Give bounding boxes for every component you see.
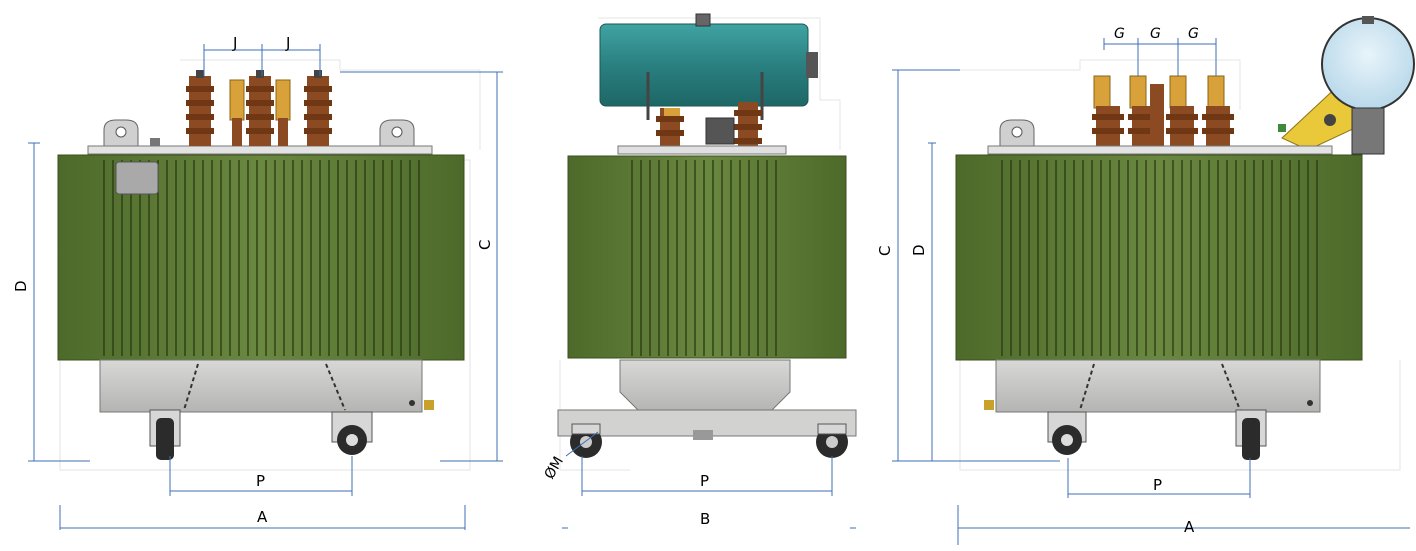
right-tank-cover [987,145,1333,155]
right-dim-label-c: C [876,246,894,256]
dim-label-b: B [700,510,710,528]
right-radiator-fins [1001,160,1318,356]
conservator-tank [599,13,818,120]
right-lifting-lug [999,119,1035,149]
side-dimension-lines [562,431,856,529]
right-wheel-left [1047,411,1087,455]
conservator-end-view [1278,16,1415,155]
right-dim-label-a: A [1184,518,1195,536]
wheel-right [331,411,373,455]
side-wheel-left [570,423,602,458]
dim-label-d: D [12,280,30,292]
nameplate [115,161,159,195]
side-dim-label-p: P [700,472,709,490]
side-view: ØM P B [542,13,857,529]
right-wheel-right [1235,409,1267,460]
dim-label-g1: G [1114,26,1125,42]
dim-label-g2: G [1150,26,1161,42]
right-transformer-tank [955,154,1363,361]
hv-bushings [186,70,332,146]
dim-label-om: ØM [542,454,567,482]
right-tank-base [995,359,1321,413]
side-radiator-fins [631,160,777,356]
dim-label-g3: G [1188,26,1199,42]
right-dimension-lines [892,38,1410,545]
dim-label-p: P [256,472,265,490]
dim-label-j1: J [232,34,237,52]
front-view: J J D C P A [12,34,503,530]
side-base [619,359,791,413]
dim-label-j2: J [285,34,290,52]
right-view: G G G C D P A [876,16,1415,545]
lifting-lug-left [103,119,139,149]
side-bushings [656,102,762,148]
dim-label-c: C [476,240,494,250]
side-transformer-tank [567,155,847,359]
lifting-lug-right [379,119,415,149]
right-bushings [1092,75,1234,146]
side-tank-cover [617,145,787,155]
wheel-left [149,409,181,460]
dim-label-a: A [257,508,268,526]
side-wheel-right [816,423,848,458]
tank-base [99,359,423,413]
tank-cover [87,145,433,155]
right-dim-label-d: D [910,244,928,256]
front-dimension-lines [28,44,503,530]
right-dim-label-p: P [1153,476,1162,494]
